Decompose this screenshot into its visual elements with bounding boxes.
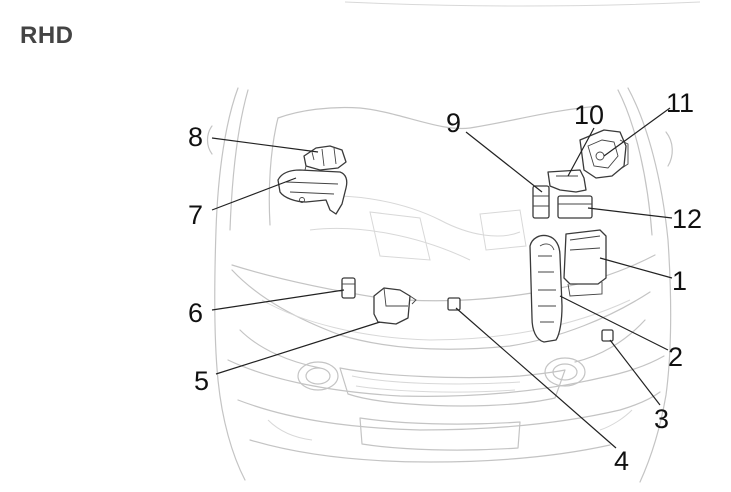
callout-3: 3 — [654, 404, 669, 434]
callout-1: 1 — [672, 266, 687, 296]
component-5 — [373, 287, 417, 325]
callout-2: 2 — [668, 342, 683, 372]
callout-8: 8 — [188, 122, 203, 152]
callout-9: 9 — [446, 108, 461, 138]
component-11 — [579, 129, 629, 179]
component-9 — [532, 185, 550, 219]
top-divider — [344, 1, 701, 7]
component-1 — [563, 229, 607, 297]
callout-12: 12 — [672, 204, 702, 234]
component-6 — [341, 277, 356, 299]
component-3 — [601, 329, 614, 342]
component-2 — [529, 234, 563, 343]
component-12 — [557, 195, 593, 219]
callout-5: 5 — [194, 366, 209, 396]
component-7 — [277, 169, 348, 215]
callout-7: 7 — [188, 200, 203, 230]
leader-lines — [211, 107, 673, 449]
callout-10: 10 — [574, 100, 604, 130]
component-4 — [447, 297, 461, 311]
callout-6: 6 — [188, 298, 203, 328]
component-10 — [547, 169, 587, 193]
callout-11: 11 — [666, 88, 694, 118]
callout-4: 4 — [614, 446, 629, 476]
callout-numbers: 1 2 3 4 5 6 7 8 9 10 11 12 — [188, 88, 702, 476]
page-heading: RHD — [20, 22, 74, 49]
